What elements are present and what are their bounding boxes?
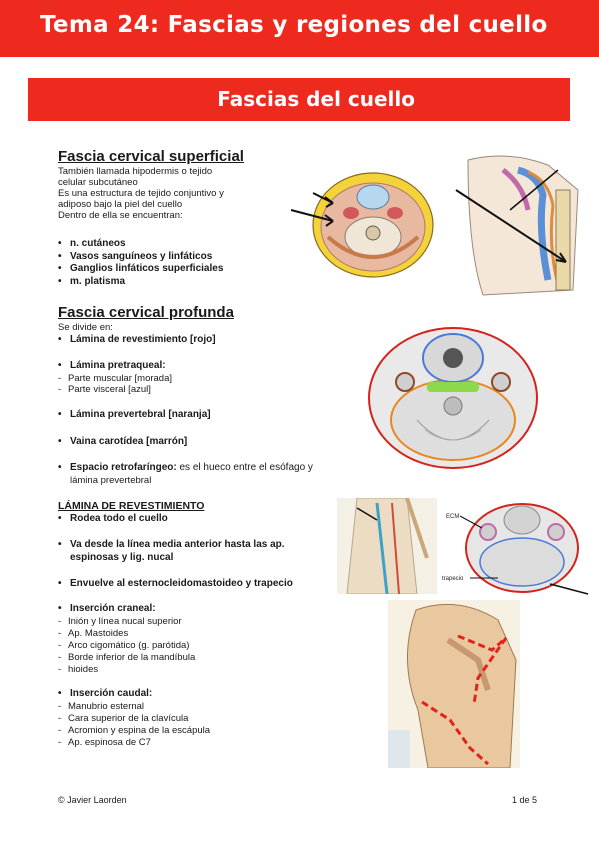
trapecio-label: trapecio: [442, 576, 464, 582]
craneal-title: Inserción craneal:: [58, 603, 195, 616]
revestimiento-list-2: Va desde la línea media anterior hasta l…: [58, 539, 285, 564]
vaina-carotidea: Vaina carotídea [marrón]: [58, 436, 187, 449]
lamina-prevertebral-block: Lámina prevertebral [naranja]: [58, 409, 211, 422]
list-item: Vasos sanguíneos y linfáticos: [58, 251, 223, 264]
head-neck-lateral-figure: [388, 600, 520, 768]
list-item: hioides: [58, 664, 195, 676]
list-item: Envuelve al esternocleidomastoideo y tra…: [58, 578, 293, 591]
lamina-pretraqueal: Lámina pretraqueal:: [58, 360, 172, 373]
superficial-list: n. cutáneos Vasos sanguíneos y linfático…: [58, 238, 223, 288]
lamina-revestimiento: Lámina de revestimiento [rojo]: [58, 334, 216, 347]
vaina-carotidea-block: Vaina carotídea [marrón]: [58, 436, 187, 449]
list-item: n. cutáneos: [58, 238, 223, 251]
revestimiento-list-3: Envuelve al esternocleidomastoideo y tra…: [58, 578, 293, 591]
header-bar: Tema 24: Fascias y regiones del cuello: [0, 0, 599, 57]
lamina-list: Lámina de revestimiento [rojo]: [58, 334, 216, 347]
list-item: Parte visceral [azul]: [58, 384, 172, 396]
list-item-cont: espinosas y lig. nucal: [70, 551, 174, 563]
list-item: Rodea todo el cuello: [58, 513, 168, 526]
list-item: Va desde la línea media anterior hasta l…: [58, 539, 285, 552]
list-item: m. platisma: [58, 276, 223, 289]
desc-line: También llamada hipodermis o tejido: [58, 166, 213, 177]
desc-line: adiposo bajo la piel del cuello: [58, 199, 183, 210]
list-item: Ap. Mastoides: [58, 628, 195, 640]
deep-fascia-cross-section-figure: [368, 327, 538, 469]
list-item: Ap. espinosa de C7: [58, 737, 210, 749]
superficial-heading: Fascia cervical superficial: [58, 148, 244, 165]
profunda-heading: Fascia cervical profunda: [58, 304, 234, 321]
lamina-prevertebral: Lámina prevertebral [naranja]: [58, 409, 211, 422]
revestimiento-heading: LÁMINA DE REVESTIMIENTO: [58, 500, 205, 512]
ecm-trapecio-figure: ECM trapecio: [442, 503, 589, 595]
superficial-description: También llamada hipodermis o tejido celu…: [58, 166, 273, 221]
insercion-caudal: Inserción caudal: Manubrio esternal Cara…: [58, 688, 210, 749]
retrofaringeo-cont: lámina prevertebral: [70, 474, 152, 486]
list-item: Cara superior de la clavícula: [58, 713, 210, 725]
list-item: Parte muscular [morada]: [58, 373, 172, 385]
revestimiento-list-1: Rodea todo el cuello: [58, 513, 168, 526]
footer-page-number: 1 de 5: [512, 795, 538, 805]
ecm-label: ECM: [446, 514, 459, 520]
lamina-pretraqueal-block: Lámina pretraqueal: Parte muscular [mora…: [58, 360, 172, 396]
list-item: Inión y línea nucal superior: [58, 616, 195, 628]
list-item: Acromion y espina de la escápula: [58, 725, 210, 737]
neck-anterior-figure: [337, 498, 437, 594]
list-item: Manubrio esternal: [58, 701, 210, 713]
sagittal-neck-figure: [455, 155, 579, 296]
neck-cross-section-figure: [290, 172, 434, 278]
page-title: Tema 24: Fascias y regiones del cuello: [40, 12, 548, 38]
desc-line: Dentro de ella se encuentran:: [58, 210, 183, 221]
section-bar: Fascias del cuello: [28, 78, 570, 121]
list-item: Borde inferior de la mandíbula: [58, 652, 195, 664]
desc-line: celular subcutáneo: [58, 177, 138, 188]
espacio-retrofaringeo: Espacio retrofaríngeo: es el hueco entre…: [58, 462, 348, 475]
caudal-title: Inserción caudal:: [58, 688, 210, 701]
list-item: Arco cigomático (g. parótida): [58, 640, 195, 652]
footer-author: © Javier Laorden: [58, 795, 127, 805]
retrofaringeo-block: Espacio retrofaríngeo: es el hueco entre…: [58, 462, 348, 487]
profunda-intro: Se divide en:: [58, 322, 113, 333]
section-title: Fascias del cuello: [217, 87, 415, 111]
desc-line: Es una estructura de tejido conjuntivo y: [58, 188, 224, 199]
list-item: Ganglios linfáticos superficiales: [58, 263, 223, 276]
insercion-craneal: Inserción craneal: Inión y línea nucal s…: [58, 603, 195, 676]
